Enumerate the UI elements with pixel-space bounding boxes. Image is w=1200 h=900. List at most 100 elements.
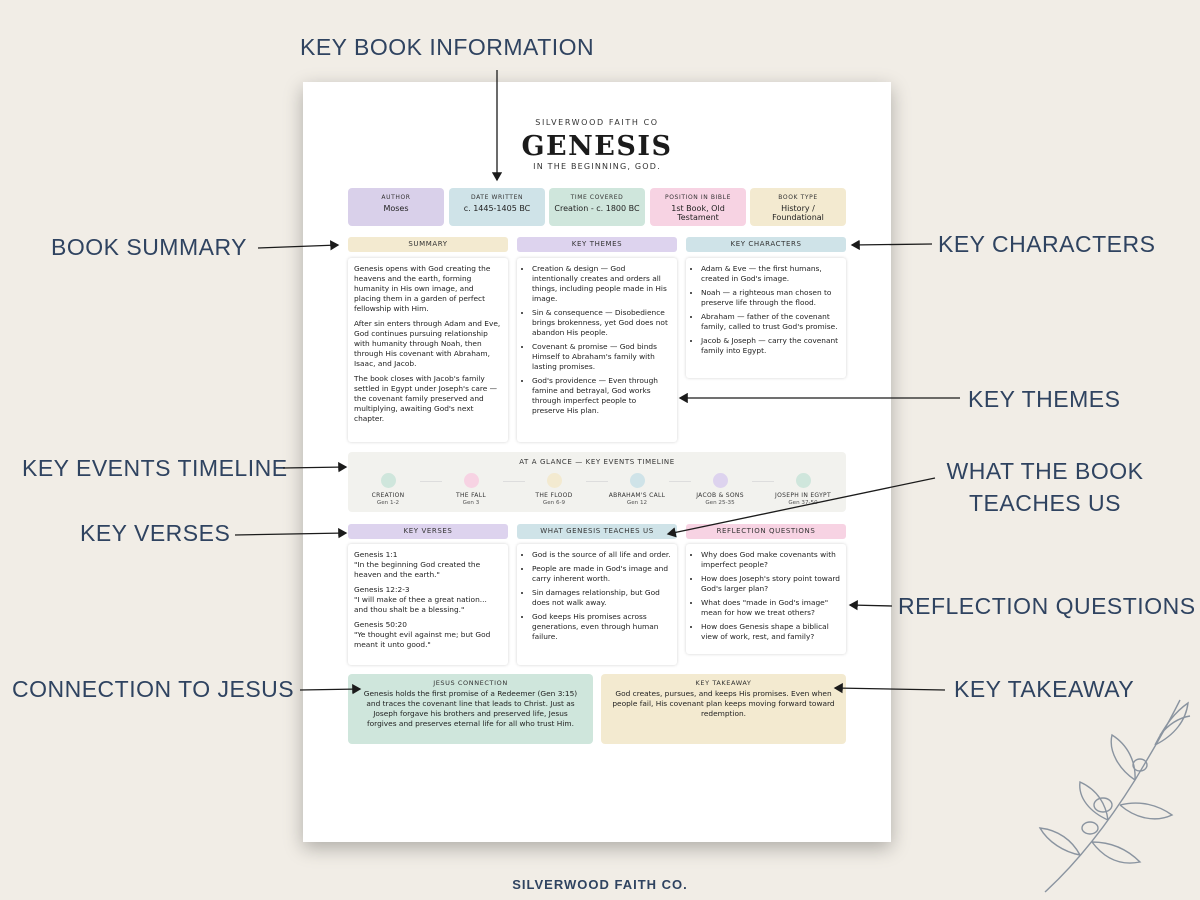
callout-book-summary: BOOK SUMMARY	[51, 234, 247, 260]
timeline-event-ref: Gen 3	[462, 500, 480, 506]
key-verses-card: Genesis 1:1 "In the beginning God create…	[348, 544, 508, 665]
timeline-dot	[380, 473, 396, 488]
key-themes-header: KEY THEMES	[517, 237, 677, 252]
timeline-dot	[463, 473, 479, 488]
timeline-connector	[586, 481, 608, 482]
page-subtitle: IN THE BEGINNING, GOD.	[533, 162, 661, 171]
timeline-event: JOSEPH IN EGYPT Gen 37-50	[763, 473, 843, 506]
verse-reference: Genesis 50:20	[354, 620, 407, 629]
info-value: c. 1445-1405 BC	[463, 204, 531, 213]
summary-paragraph: Genesis opens with God creating the heav…	[354, 264, 491, 313]
theme-item: Creation & design — God intentionally cr…	[532, 264, 671, 304]
jesus-connection-header: JESUS CONNECTION	[433, 679, 508, 687]
timeline-dot	[795, 473, 811, 488]
reflection-item: Why does God make covenants with imperfe…	[701, 550, 840, 570]
key-takeaway-header: KEY TAKEAWAY	[695, 679, 752, 687]
timeline-event-ref: Gen 1-2	[376, 500, 400, 506]
info-position-in-bible: POSITION IN BIBLE 1st Book, Old Testamen…	[650, 188, 746, 226]
callout-what-the-book-line2: TEACHES US	[969, 490, 1121, 516]
timeline-event-name: JOSEPH IN EGYPT	[775, 492, 831, 499]
info-value: History / Foundational	[772, 204, 824, 222]
reflection-item: What does "made in God's image" mean for…	[701, 598, 840, 618]
info-label: POSITION IN BIBLE	[665, 194, 731, 201]
verse-text: "Ye thought evil against me; but God mea…	[354, 630, 491, 649]
callout-what-the-book-line1: WHAT THE BOOK	[946, 458, 1144, 484]
info-label: TIME COVERED	[570, 194, 624, 201]
timeline-event-name: THE FLOOD	[535, 492, 573, 499]
info-value: 1st Book, Old Testament	[671, 204, 725, 222]
key-takeaway-text: God creates, pursues, and keeps His prom…	[612, 689, 835, 718]
callout-key-verses: KEY VERSES	[80, 520, 231, 546]
key-characters-card: Adam & Eve — the first humans, created i…	[686, 258, 846, 378]
timeline-event-ref: Gen 6-9	[542, 500, 566, 506]
timeline-event: CREATION Gen 1-2	[348, 473, 428, 506]
page-title: GENESIS	[521, 131, 673, 162]
callout-key-themes: KEY THEMES	[968, 386, 1121, 412]
verse-text: "In the beginning God created the heaven…	[354, 560, 481, 579]
teaching-item: Sin damages relationship, but God does n…	[532, 588, 671, 608]
info-value: Moses	[383, 204, 409, 213]
info-author: AUTHOR Moses	[348, 188, 444, 226]
timeline-connector	[420, 481, 442, 482]
timeline-dot	[712, 473, 728, 488]
info-label: AUTHOR	[381, 194, 411, 201]
timeline-title: AT A GLANCE — KEY EVENTS TIMELINE	[519, 458, 675, 466]
timeline-event-ref: Gen 37-50	[788, 500, 818, 506]
timeline-event: THE FALL Gen 3	[431, 473, 511, 506]
summary-paragraph: The book closes with Jacob's family sett…	[354, 374, 498, 423]
teaching-item: God is the source of all life and order.	[532, 550, 671, 560]
character-item: Jacob & Joseph — carry the covenant fami…	[701, 336, 840, 356]
info-time-covered: TIME COVERED Creation - c. 1800 BC	[549, 188, 645, 226]
timeline-event: THE FLOOD Gen 6-9	[514, 473, 594, 506]
reflection-questions-header: REFLECTION QUESTIONS	[686, 524, 846, 539]
timeline-event-ref: Gen 12	[626, 500, 648, 506]
key-characters-header: KEY CHARACTERS	[686, 237, 846, 252]
callout-reflection-questions: REFLECTION QUESTIONS	[898, 593, 1196, 619]
teaching-item: God keeps His promises across generation…	[532, 612, 671, 642]
summary-header: SUMMARY	[348, 237, 508, 252]
reflection-questions-card: Why does God make covenants with imperfe…	[686, 544, 846, 654]
theme-item: God's providence — Even through famine a…	[532, 376, 671, 416]
timeline-event: ABRAHAM'S CALL Gen 12	[597, 473, 677, 506]
callout-what-the-book-teaches: WHAT THE BOOK TEACHES US	[940, 455, 1150, 519]
character-item: Noah — a righteous man chosen to preserv…	[701, 288, 840, 308]
olive-branch-icon	[1038, 699, 1191, 893]
timeline-event-name: JACOB & SONS	[696, 492, 744, 499]
info-value: Creation - c. 1800 BC	[554, 204, 640, 213]
key-events-timeline: AT A GLANCE — KEY EVENTS TIMELINE CREATI…	[348, 452, 846, 512]
reflection-item: How does Joseph's story point toward God…	[701, 574, 840, 594]
verse-reference: Genesis 1:1	[354, 550, 398, 559]
summary-paragraph: After sin enters through Adam and Eve, G…	[354, 319, 501, 368]
info-date-written: DATE WRITTEN c. 1445-1405 BC	[449, 188, 545, 226]
info-book-type: BOOK TYPE History / Foundational	[750, 188, 846, 226]
verse-text: "I will make of thee a great nation... a…	[354, 595, 487, 614]
footer-brand: SILVERWOOD FAITH CO.	[512, 877, 688, 892]
reflection-item: How does Genesis shape a biblical view o…	[701, 622, 840, 642]
key-themes-card: Creation & design — God intentionally cr…	[517, 258, 677, 442]
timeline-dot	[629, 473, 645, 488]
key-takeaway-box: KEY TAKEAWAY God creates, pursues, and k…	[601, 674, 846, 744]
what-genesis-teaches-card: God is the source of all life and order.…	[517, 544, 677, 665]
character-item: Adam & Eve — the first humans, created i…	[701, 264, 840, 284]
callout-key-book-information: KEY BOOK INFORMATION	[300, 34, 595, 60]
theme-item: Covenant & promise — God binds Himself t…	[532, 342, 671, 372]
jesus-connection-box: JESUS CONNECTION Genesis holds the first…	[348, 674, 593, 744]
callout-key-takeaway: KEY TAKEAWAY	[954, 676, 1135, 702]
key-verses-header: KEY VERSES	[348, 524, 508, 539]
sheet-brand: SILVERWOOD FAITH CO	[535, 118, 659, 127]
timeline-event: JACOB & SONS Gen 25-35	[680, 473, 760, 506]
callout-connection-to-jesus: CONNECTION TO JESUS	[12, 676, 295, 702]
timeline-event-name: ABRAHAM'S CALL	[608, 492, 666, 499]
what-genesis-teaches-header: WHAT GENESIS TEACHES US	[517, 524, 677, 539]
timeline-event-name: CREATION	[371, 492, 405, 499]
timeline-event-ref: Gen 25-35	[705, 500, 735, 506]
timeline-connector	[503, 481, 525, 482]
info-label: BOOK TYPE	[778, 194, 818, 201]
character-item: Abraham — father of the covenant family,…	[701, 312, 840, 332]
teaching-item: People are made in God's image and carry…	[532, 564, 671, 584]
info-label: DATE WRITTEN	[470, 194, 524, 201]
callout-key-characters: KEY CHARACTERS	[938, 231, 1156, 257]
timeline-dot	[546, 473, 562, 488]
worksheet-page: SILVERWOOD FAITH CO GENESIS IN THE BEGIN…	[303, 82, 891, 842]
timeline-event-name: THE FALL	[456, 492, 486, 499]
